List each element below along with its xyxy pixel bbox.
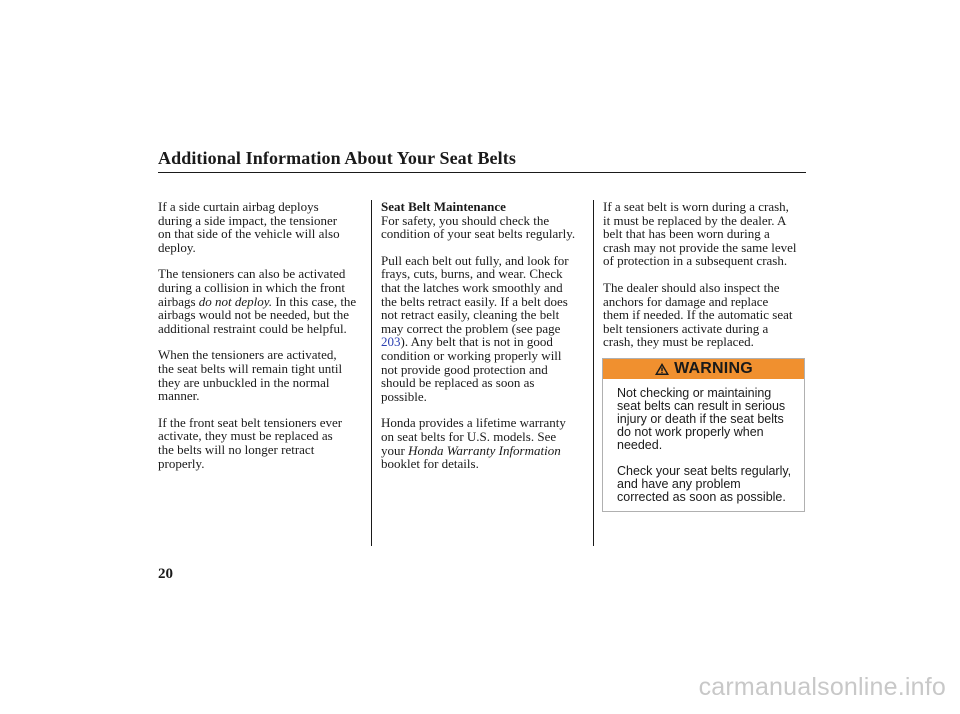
col2-paragraph-1: For safety, you should check the conditi… xyxy=(381,212,576,242)
warning-paragraph-2: Check your seat belts regularly, and hav… xyxy=(617,464,792,504)
section-heading: Seat Belt Maintenance xyxy=(381,199,506,214)
warning-body: Not checking or maintaining seat belts c… xyxy=(603,379,804,504)
col3-paragraph-2: The dealer should also inspect the ancho… xyxy=(603,279,793,350)
page-reference-link[interactable]: 203 xyxy=(381,334,401,350)
col2-p2-text-b: ). Any belt that is not in good conditio… xyxy=(381,334,562,404)
col2-p3-text-b: booklet for details. xyxy=(381,456,479,472)
col2-p3-text-a: Honda provides a lifetime warranty on se… xyxy=(381,415,566,458)
column-1: If a side curtain airbag deploys during … xyxy=(158,200,368,483)
column-2: Seat Belt Maintenance For safety, you sh… xyxy=(381,200,591,484)
column-3: If a seat belt is worn during a crash, i… xyxy=(603,200,808,362)
col1-p2-italic: do not deploy. xyxy=(198,293,273,309)
col1-paragraph-3: When the tensioners are activated, the s… xyxy=(158,347,343,404)
watermark: carmanualsonline.info xyxy=(698,673,946,701)
col2-p2-text-a: Pull each belt out fully, and look for f… xyxy=(381,252,569,336)
col2-paragraph-3: Honda provides a lifetime warranty on se… xyxy=(381,415,591,472)
warning-paragraph-1: Not checking or maintaining seat belts c… xyxy=(617,386,786,452)
column-divider-1 xyxy=(371,200,372,546)
title-divider xyxy=(158,172,806,173)
col1-paragraph-1: If a side curtain airbag deploys during … xyxy=(158,199,340,255)
col1-p2-text-a: The tensioners can also be activated dur… xyxy=(158,266,346,309)
column-divider-2 xyxy=(593,200,594,546)
col2-paragraph-2: Pull each belt out fully, and look for f… xyxy=(381,252,591,404)
col1-p2-text-b: In this case, the airbags would not be n… xyxy=(158,293,357,336)
col3-paragraph-1: If a seat belt is worn during a crash, i… xyxy=(603,199,797,269)
warning-label: WARNING xyxy=(674,360,753,377)
col1-paragraph-2: The tensioners can also be activated dur… xyxy=(158,267,368,335)
col2-p3-italic: Honda Warranty Information xyxy=(408,442,561,458)
warning-triangle-icon xyxy=(655,363,670,375)
warning-box: WARNING Not checking or maintaining seat… xyxy=(602,358,805,512)
page-number: 20 xyxy=(158,566,173,582)
page-title: Additional Information About Your Seat B… xyxy=(158,148,516,168)
col1-paragraph-4: If the front seat belt tensioners ever a… xyxy=(158,414,343,471)
warning-header: WARNING xyxy=(603,359,804,379)
